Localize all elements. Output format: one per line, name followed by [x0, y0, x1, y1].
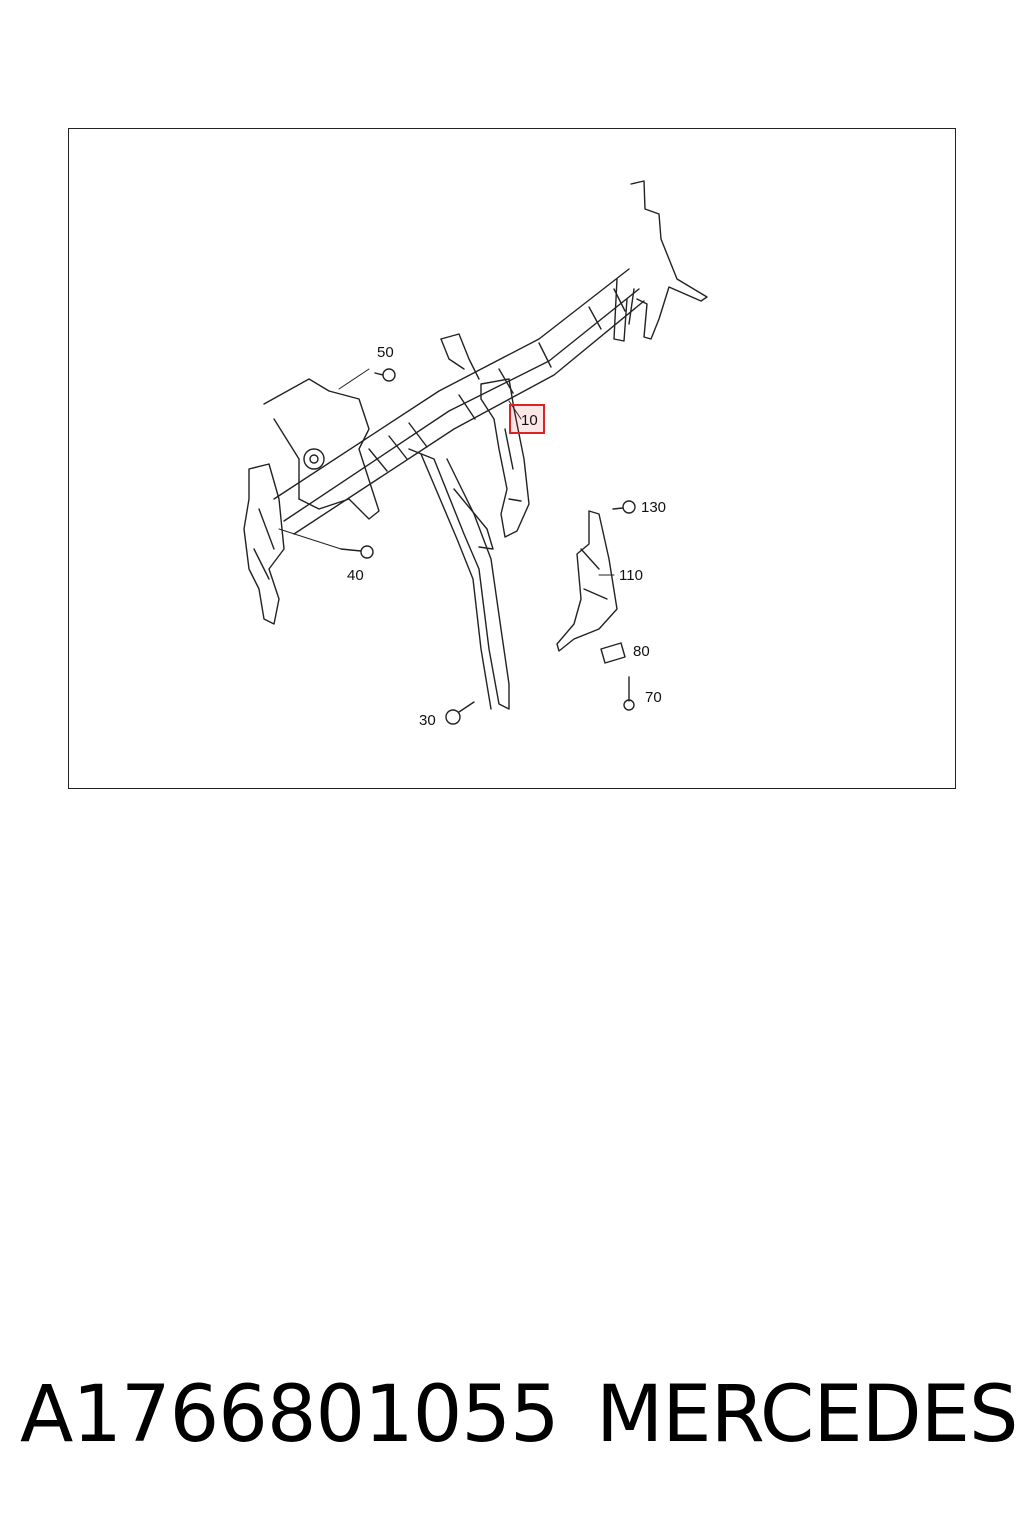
callout-80[interactable]: 80: [633, 643, 650, 660]
screw-30: [445, 701, 475, 725]
screw-40: [340, 545, 374, 559]
callout-50[interactable]: 50: [377, 344, 394, 361]
clip-80: [600, 642, 626, 664]
callout-110[interactable]: 110: [619, 567, 643, 584]
brand-name: MERCEDES: [596, 1370, 1018, 1460]
screw-50: [374, 368, 396, 382]
callout-30[interactable]: 30: [419, 712, 436, 729]
part-number: A1766801055: [20, 1370, 560, 1460]
right-end-bracket: [613, 180, 708, 342]
callout-10[interactable]: 10: [521, 412, 538, 429]
upper-mid-bracket: [440, 333, 480, 380]
bracket-part-110: [556, 510, 618, 652]
bracket-part-10: [480, 378, 530, 538]
callout-70[interactable]: 70: [645, 689, 662, 706]
left-end-bracket: [243, 378, 380, 625]
callout-40[interactable]: 40: [347, 567, 364, 584]
screw-70: [623, 676, 635, 711]
parts-diagram: 10 30 40 50 70 80 110 130: [68, 128, 956, 789]
support-leg: [408, 448, 510, 710]
callout-130[interactable]: 130: [641, 499, 667, 516]
callout-highlight-10: [509, 404, 545, 434]
crossmember-drawing: [243, 180, 708, 725]
footer-caption: A1766801055 MERCEDES: [0, 1370, 1024, 1470]
nut-130: [612, 500, 636, 514]
